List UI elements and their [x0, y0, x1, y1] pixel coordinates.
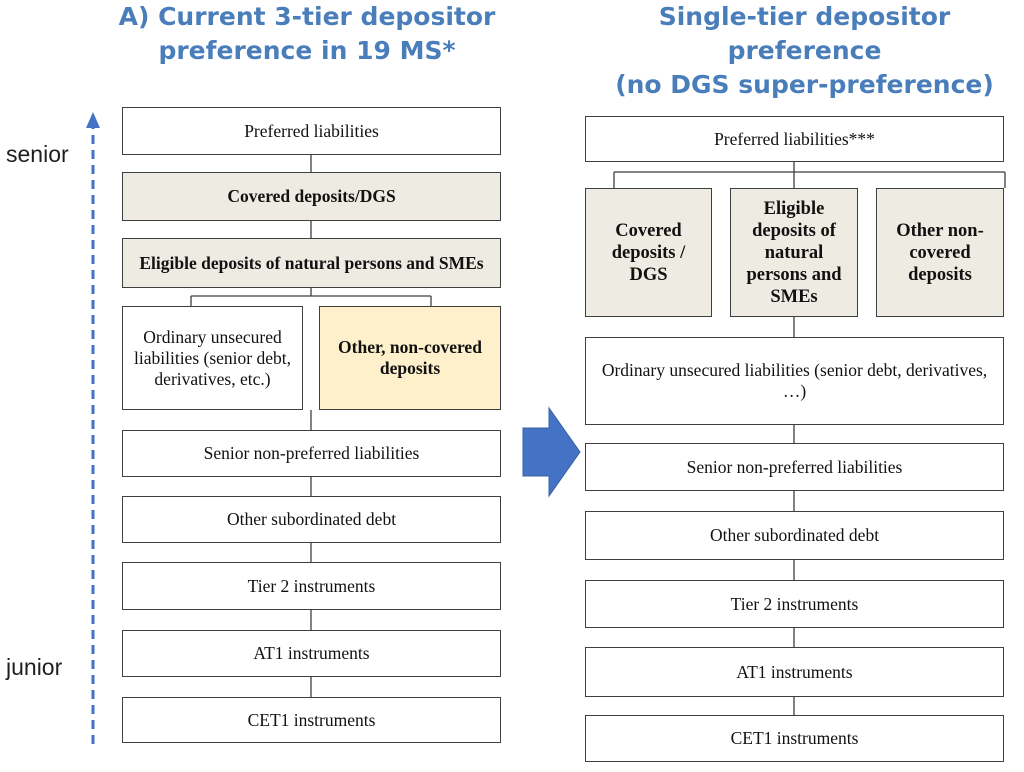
left-title: A) Current 3-tier depositor preference i…	[92, 0, 522, 68]
senior-label: senior	[6, 141, 69, 167]
right-other-subordinated: Other subordinated debt	[585, 511, 1004, 560]
right-title: Single-tier depositor preference (no DGS…	[585, 0, 1024, 102]
left-ordinary-unsecured: Ordinary unsecured liabilities (senior d…	[122, 306, 303, 410]
seniority-axis-arrowhead	[86, 112, 100, 128]
left-other-subordinated: Other subordinated debt	[122, 496, 501, 543]
right-covered-deposits: Covered deposits / DGS	[585, 188, 712, 317]
left-other-non-covered: Other, non-covered deposits	[319, 306, 501, 410]
right-eligible-deposits: Eligible deposits of natural persons and…	[730, 188, 858, 317]
right-ordinary-unsecured: Ordinary unsecured liabilities (senior d…	[585, 337, 1004, 425]
left-cet1: CET1 instruments	[122, 697, 501, 743]
left-tier2: Tier 2 instruments	[122, 562, 501, 610]
right-at1: AT1 instruments	[585, 647, 1004, 697]
left-title-line2: preference in 19 MS*	[158, 36, 456, 65]
right-title-line2: (no DGS super-preference)	[615, 70, 994, 99]
left-eligible-deposits: Eligible deposits of natural persons and…	[122, 238, 501, 288]
right-preferred-liabilities: Preferred liabilities***	[585, 116, 1004, 162]
right-cet1: CET1 instruments	[585, 715, 1004, 762]
left-preferred-liabilities: Preferred liabilities	[122, 107, 501, 155]
right-tier2: Tier 2 instruments	[585, 580, 1004, 628]
left-title-line1: A) Current 3-tier depositor	[118, 2, 496, 31]
right-senior-non-preferred: Senior non-preferred liabilities	[585, 443, 1004, 491]
right-title-line1: Single-tier depositor preference	[658, 2, 951, 65]
right-other-non-covered: Other non-covered deposits	[876, 188, 1004, 317]
left-senior-non-preferred: Senior non-preferred liabilities	[122, 430, 501, 477]
junior-label: junior	[6, 654, 63, 680]
left-covered-deposits: Covered deposits/DGS	[122, 172, 501, 221]
transition-arrow-icon	[522, 406, 581, 498]
left-at1: AT1 instruments	[122, 630, 501, 677]
